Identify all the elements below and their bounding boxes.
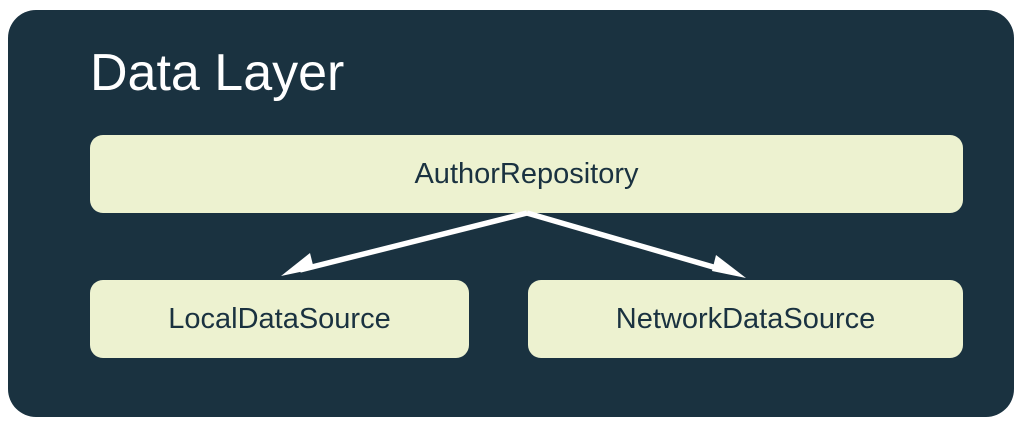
node-label: NetworkDataSource: [615, 303, 876, 335]
node-local-data-source[interactable]: LocalDataSource: [90, 280, 469, 358]
node-label: AuthorRepository: [414, 158, 639, 190]
node-network-data-source[interactable]: NetworkDataSource: [528, 280, 963, 358]
page-title: Data Layer: [90, 44, 345, 102]
node-author-repository[interactable]: AuthorRepository: [90, 135, 963, 213]
node-label: LocalDataSource: [168, 303, 391, 335]
